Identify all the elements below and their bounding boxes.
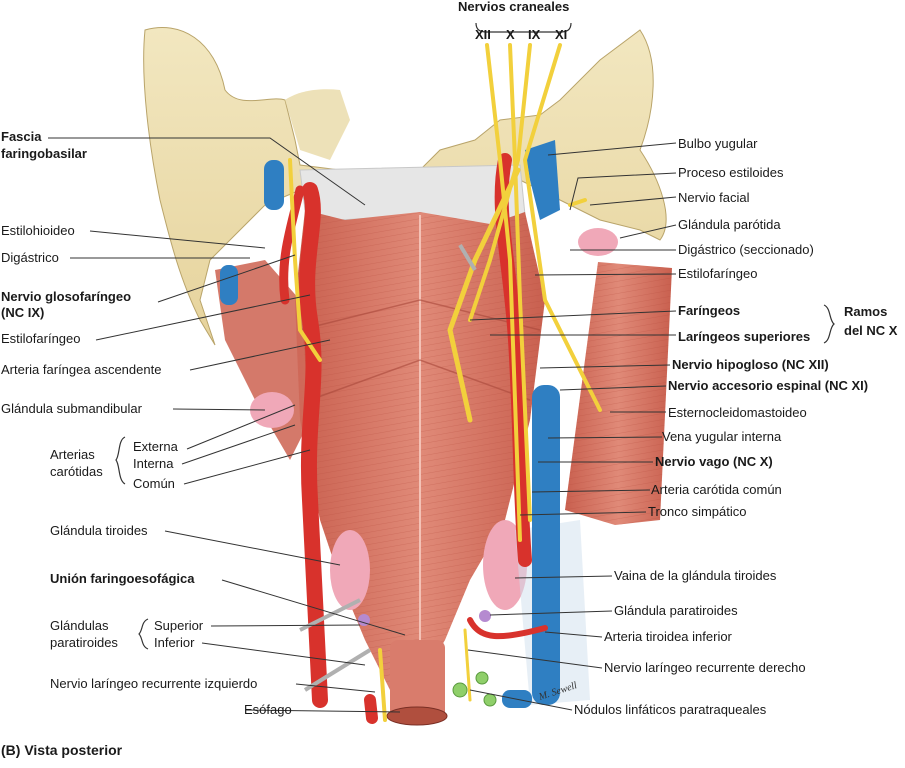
label-esternocleidomastoideo: Esternocleidomastoideo <box>668 405 807 420</box>
lymph-nodes <box>452 671 497 707</box>
label-nervio-facial: Nervio facial <box>678 190 750 205</box>
skull-base <box>143 27 667 346</box>
thyroid-left <box>330 530 370 610</box>
label-superior: Superior <box>154 618 204 633</box>
label-glandula-paratiroides: Glándula paratiroides <box>614 603 738 618</box>
label-laringeo-derecho: Nervio laríngeo recurrente derecho <box>604 660 806 675</box>
label-laringeos-superiores: Laríngeos superiores <box>678 329 811 344</box>
label-glosofaringeo-1: Nervio glosofaríngeo <box>1 289 132 304</box>
label-glandula-parotida: Glándula parótida <box>678 217 781 232</box>
thyroid-right <box>483 520 527 610</box>
label-carotida-comun: Arteria carótida común <box>651 482 782 497</box>
label-estilofaringeo-right: Estilofaríngeo <box>678 266 758 281</box>
label-esofago: Esófago <box>244 702 292 717</box>
label-xii: XII <box>475 27 491 42</box>
label-xi: XI <box>555 27 568 42</box>
label-ix: IX <box>528 27 541 42</box>
label-inferior: Inferior <box>154 635 195 650</box>
label-vena-yugular: Vena yugular interna <box>662 429 782 444</box>
label-vaina-tiroides: Vaina de la glándula tiroides <box>614 568 777 583</box>
label-ramos-1: Ramos <box>844 304 888 319</box>
label-fascia-1: Fascia <box>1 129 42 144</box>
label-glandula-submandibular: Glándula submandibular <box>1 401 142 416</box>
label-fascia-2: faringobasilar <box>1 146 87 161</box>
label-tronco-simpatico: Tronco simpático <box>648 504 747 519</box>
esophagus <box>390 640 445 720</box>
label-estilofaringeo-left: Estilofaríngeo <box>1 331 81 346</box>
figure-caption: (B) Vista posterior <box>1 742 123 758</box>
label-paratiroides-2: paratiroides <box>50 635 118 650</box>
cranial-nerves-title: Nervios craneales <box>458 0 570 14</box>
label-laringeo-izquierdo: Nervio laríngeo recurrente izquierdo <box>50 676 258 691</box>
label-estilohioideo: Estilohioideo <box>1 223 75 238</box>
parathyroid-right <box>479 610 491 622</box>
label-glosofaringeo-2: (NC IX) <box>1 305 45 320</box>
veins <box>220 140 560 708</box>
label-arterias-1: Arterias <box>50 447 95 462</box>
label-digastrico-seccionado: Digástrico (seccionado) <box>678 242 814 257</box>
label-arteria-faringea: Arteria faríngea ascendente <box>1 362 162 377</box>
label-interna: Interna <box>133 456 174 471</box>
label-hipogloso: Nervio hipogloso (NC XII) <box>672 357 829 372</box>
label-nodulos: Nódulos linfáticos paratraqueales <box>574 702 767 717</box>
label-x: X <box>506 27 515 42</box>
label-union-faringoesofagica: Unión faringoesofágica <box>50 571 195 586</box>
label-paratiroides-1: Glándulas <box>50 618 109 633</box>
nerves <box>288 43 602 722</box>
label-nervio-vago: Nervio vago (NC X) <box>655 454 773 469</box>
label-ramos-2: del NC X <box>844 323 898 338</box>
label-accesorio: Nervio accesorio espinal (NC XI) <box>668 378 869 393</box>
label-tiroidea-inferior: Arteria tiroidea inferior <box>604 629 732 644</box>
label-proceso-estiloides: Proceso estiloides <box>678 165 784 180</box>
label-comun: Común <box>133 476 175 491</box>
label-glandula-tiroides: Glándula tiroides <box>50 523 148 538</box>
label-faringeos: Faríngeos <box>678 303 741 318</box>
parathyroid-superior <box>358 614 370 626</box>
label-bulbo-yugular: Bulbo yugular <box>678 136 758 151</box>
leader-lines <box>48 22 835 713</box>
label-arterias-2: carótidas <box>50 464 103 479</box>
parotid-gland <box>578 228 618 256</box>
label-digastrico: Digástrico <box>1 250 59 265</box>
label-externa: Externa <box>133 439 178 454</box>
